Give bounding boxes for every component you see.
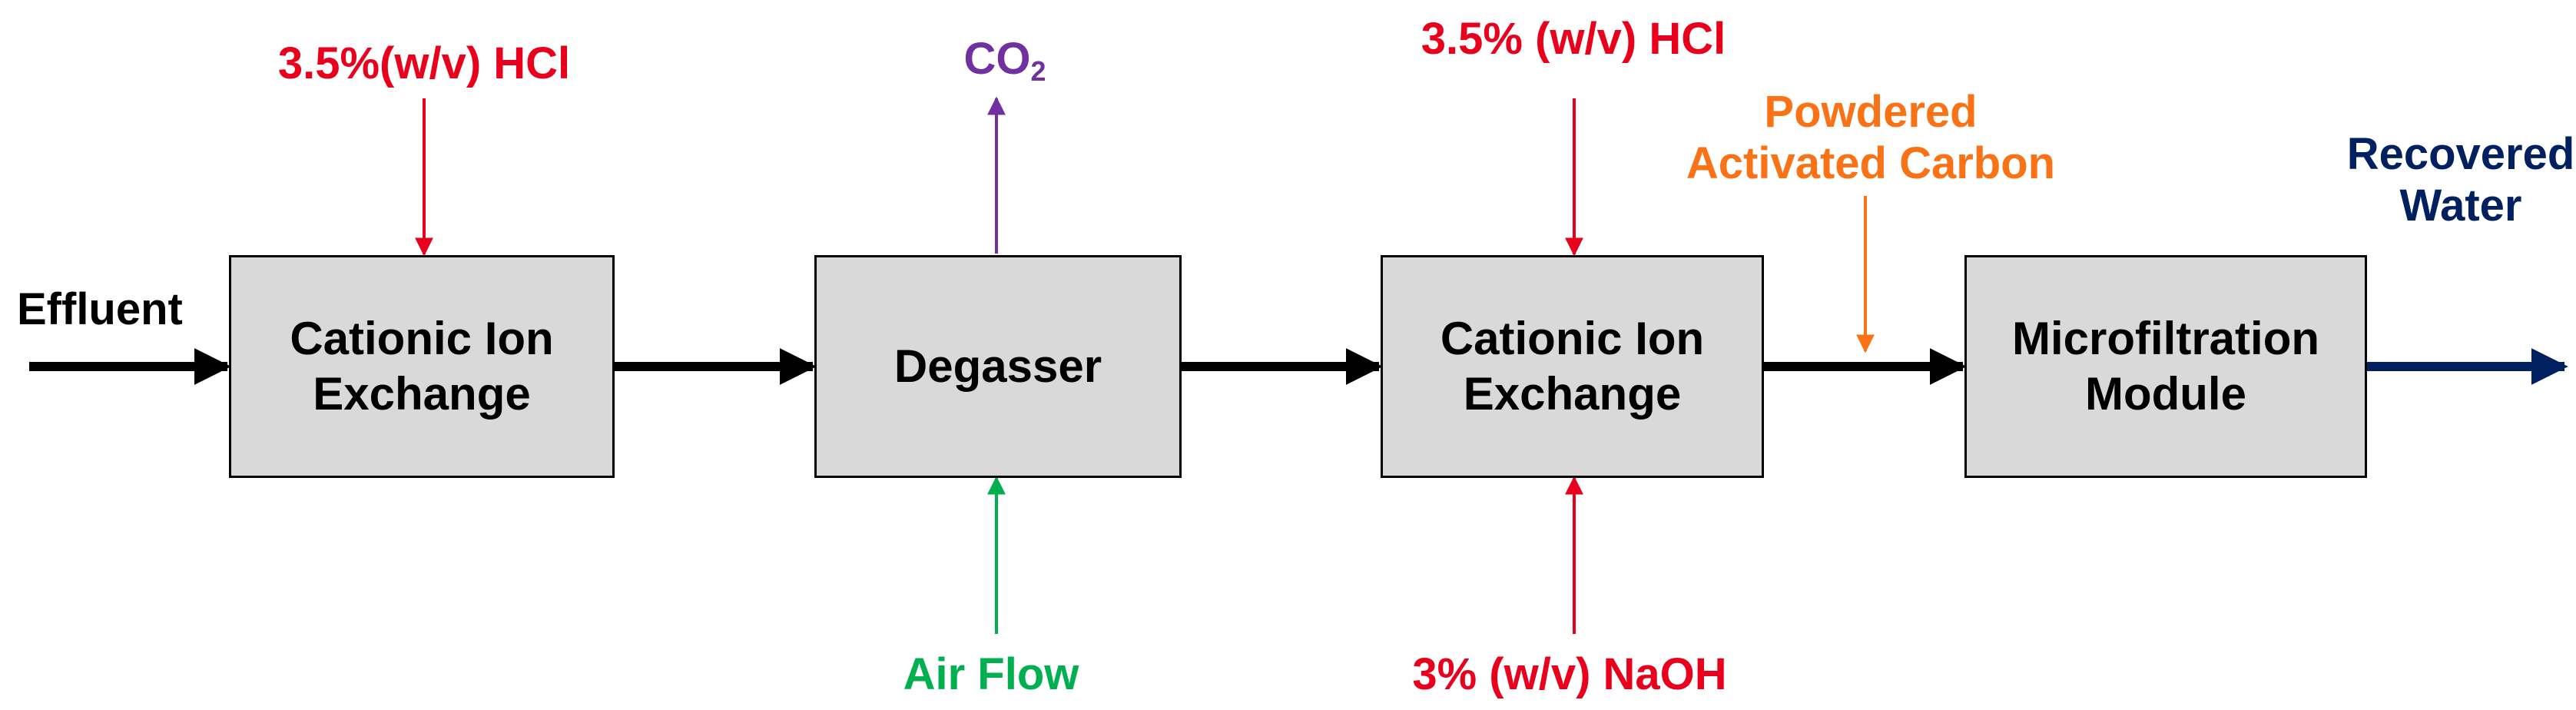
unit-degasser: Degasser (814, 255, 1182, 478)
label-air-flow: Air Flow (903, 649, 1079, 699)
unit-label-line: Cationic Ion (1440, 313, 1705, 364)
unit-label-line: Exchange (1463, 368, 1682, 420)
label-effluent: Effluent (17, 284, 183, 334)
unit-label-line: Cationic Ion (290, 313, 554, 364)
label-hcl-2: 3.5% (w/v) HCl (1421, 14, 1726, 64)
label-naoh: 3% (w/v) NaOH (1412, 649, 1727, 699)
label-hcl-1: 3.5%(w/v) HCl (277, 38, 571, 88)
label-powdered-activated-carbon: Powdered Activated Carbon (1686, 87, 2056, 188)
unit-label-line: Microfiltration (2012, 313, 2319, 364)
unit-cationic-ion-exchange-1: Cationic Ion Exchange (229, 255, 615, 478)
unit-cationic-ion-exchange-2: Cationic Ion Exchange (1381, 255, 1764, 478)
unit-label-line: Degasser (893, 340, 1102, 392)
unit-label-line: Exchange (313, 368, 531, 420)
unit-label-line: Module (2085, 368, 2246, 420)
label-co2: CO2 (963, 34, 1046, 87)
label-recovered-water: Recovered Water (2346, 129, 2575, 231)
unit-microfiltration-module: Microfiltration Module (1964, 255, 2367, 478)
